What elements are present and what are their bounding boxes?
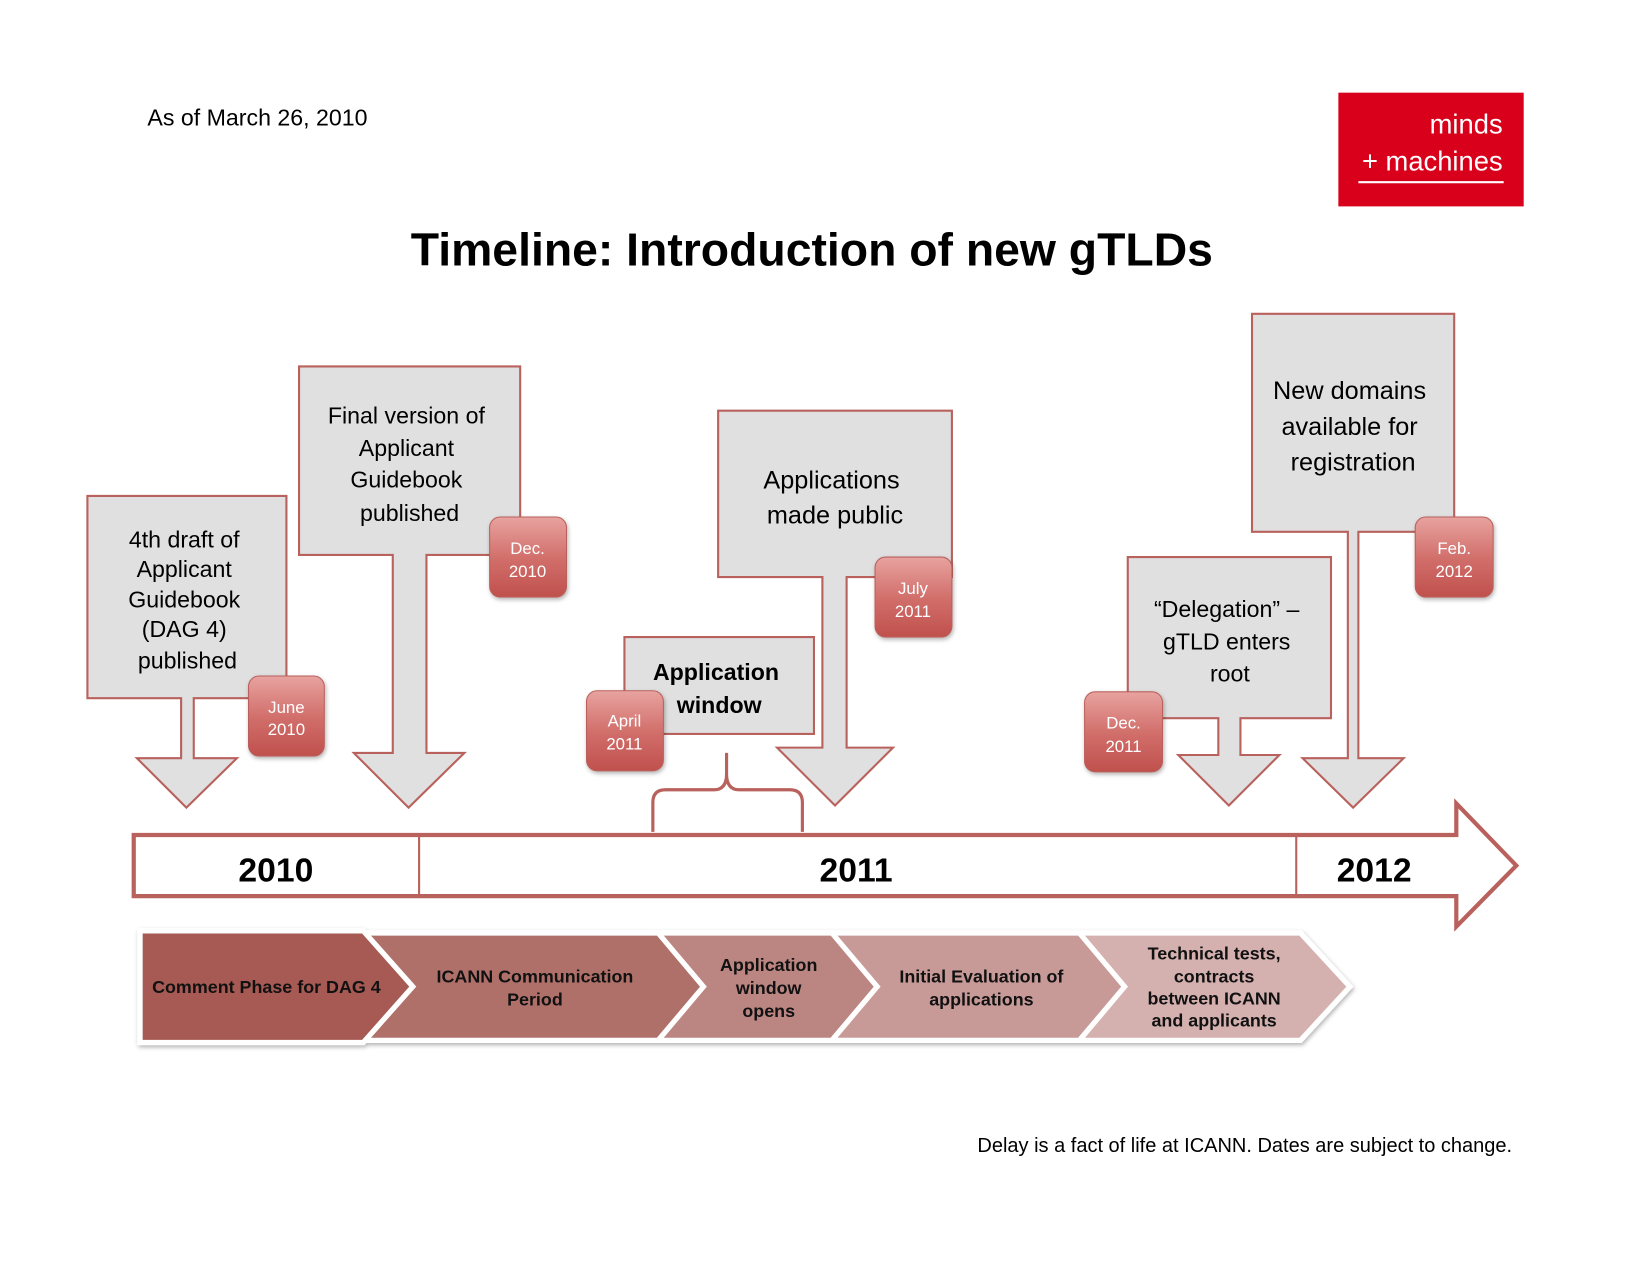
callout-applications-public bbox=[717, 409, 953, 808]
callout-new-domains-text: New domains available for registration bbox=[1273, 377, 1433, 477]
page-title: Timeline: Introduction of new gTLDs bbox=[411, 223, 1213, 275]
callout-applications-public-text: Applications made public bbox=[763, 467, 906, 530]
callout-final-guidebook-text: Final version of Applicant Guidebook pub… bbox=[328, 402, 491, 526]
logo-line1: minds bbox=[1430, 109, 1503, 140]
callout-final-guidebook bbox=[297, 365, 522, 810]
date-dec-2011: Dec.2011 bbox=[1105, 714, 1141, 756]
phase-comment-dag4-text: Comment Phase for DAG 4 bbox=[152, 977, 381, 997]
date-badge-dec-2011 bbox=[1084, 691, 1164, 773]
date-feb-2012: Feb.2012 bbox=[1435, 539, 1472, 581]
callout-application-window-text: Application window bbox=[653, 659, 786, 718]
callout-delegation bbox=[1126, 555, 1333, 808]
year-2010: 2010 bbox=[238, 852, 313, 889]
logo-line2: + machines bbox=[1362, 146, 1503, 177]
year-2012: 2012 bbox=[1337, 852, 1412, 889]
callout-dag4-text: 4th draft of Applicant Guidebook (DAG 4)… bbox=[128, 527, 246, 674]
logo: minds + machines bbox=[1338, 92, 1524, 207]
year-2011: 2011 bbox=[820, 852, 893, 889]
date-dec-2010: Dec.2010 bbox=[509, 539, 546, 581]
date-badge-feb-2012 bbox=[1414, 516, 1494, 598]
callout-delegation-text: “Delegation” – gTLD enters root bbox=[1154, 596, 1306, 686]
application-window-brace bbox=[651, 752, 804, 832]
date-badge-dec-2010 bbox=[489, 516, 568, 598]
as-of-date: As of March 26, 2010 bbox=[147, 104, 367, 130]
date-badge-july-2011 bbox=[874, 556, 953, 638]
date-badge-april-2011 bbox=[585, 690, 664, 772]
footer-note: Delay is a fact of life at ICANN. Dates … bbox=[977, 1135, 1512, 1157]
year-timeline-arrow bbox=[131, 798, 1520, 932]
callout-new-domains bbox=[1250, 312, 1456, 810]
date-badge-june-2010 bbox=[247, 675, 325, 757]
phase-comment-dag4 bbox=[137, 928, 417, 1046]
callout-dag4 bbox=[86, 494, 288, 810]
